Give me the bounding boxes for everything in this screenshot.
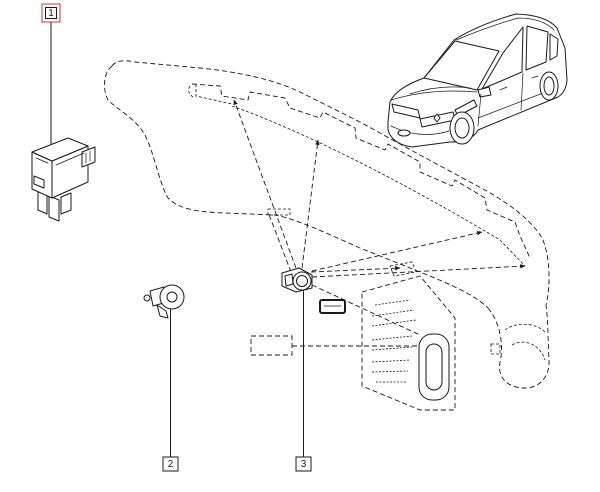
inset-panel-outline (361, 275, 456, 411)
inset-marking (371, 346, 413, 351)
bumper-lower-slot (267, 208, 291, 216)
bumper-left-bracket (195, 84, 233, 105)
install-line-far-right (311, 264, 526, 278)
vehicle-left-headlight (391, 103, 421, 119)
inset-marking (371, 359, 411, 363)
module-mounting-tab (33, 175, 45, 189)
vehicle-logo-icon (433, 113, 441, 123)
part-1-control-module (31, 137, 96, 222)
bumper-fog-lamp-housing (487, 304, 550, 389)
callout-3-label: 3 (301, 459, 307, 470)
reference-frame (250, 335, 293, 356)
module-edge-detail (35, 152, 85, 166)
callout-2-label: 2 (168, 459, 174, 470)
module-side-connector-pins (85, 150, 91, 164)
bumper-upper-rib (191, 83, 531, 259)
vehicle-front-door-window (481, 26, 524, 90)
install-line-upper-left (233, 99, 297, 269)
module-connector-right (60, 192, 72, 215)
module-top-face (31, 137, 89, 162)
callout-1-label: 1 (48, 8, 54, 19)
vehicle-quarter-window (549, 33, 559, 61)
inset-marking (374, 299, 411, 306)
install-line-upper-right (311, 230, 483, 272)
installation-lines (233, 99, 526, 347)
callout-2-box (162, 456, 179, 472)
inset-sensor-housing (418, 333, 450, 401)
leader-lines (50, 21, 304, 458)
vehicle-front-door-line (477, 93, 482, 127)
inset-sensor-face (425, 343, 443, 391)
callout-1-box (45, 7, 57, 19)
vehicle-front-wheel (449, 111, 475, 145)
bumper-inner-line (231, 105, 526, 267)
vehicle-front-wheel-rim (454, 117, 470, 139)
sensor-retaining-clip (319, 299, 346, 314)
install-line-upper (301, 139, 320, 269)
module-connector-middle (48, 195, 60, 222)
clip-outline (319, 299, 346, 314)
part-2-sensor (143, 284, 185, 319)
callout-3[interactable]: 3 (295, 456, 312, 472)
callout-2[interactable]: 2 (162, 456, 179, 472)
sensor-2-face (166, 291, 178, 303)
vehicle-rear-wheel (539, 71, 559, 101)
sensor-3-connector (284, 273, 294, 287)
install-line-to-panel (311, 284, 421, 336)
vehicle-rear-door-line (520, 72, 524, 111)
sensor-location-inset (361, 275, 456, 411)
vehicle-fog-lamp (397, 129, 411, 137)
vehicle-roof-line (455, 17, 555, 41)
vehicle-hood-crease (409, 86, 471, 95)
inset-marking (371, 319, 417, 327)
inset-panel-markings (371, 299, 417, 383)
bumper-left-notch (188, 85, 195, 99)
inset-marking (371, 370, 409, 373)
sensor-2-tab (156, 304, 169, 319)
part-3-sensor (281, 267, 313, 293)
callout-3-box (295, 456, 312, 472)
bumper-lower-edge (104, 65, 489, 309)
vehicle-rear-wheel-rim (543, 76, 555, 96)
install-line-mid-right (310, 266, 401, 273)
vehicle-door-handle-rear (531, 75, 539, 79)
bumper-fog-lamp-recess (504, 323, 546, 361)
sensor-3-membrane (296, 275, 308, 287)
inset-marking (371, 335, 413, 341)
vehicle-front-bumper (390, 125, 450, 135)
vehicle-door-handle-front (499, 86, 508, 91)
inset-marking (371, 309, 415, 317)
vehicle-windshield (423, 40, 500, 91)
callout-1[interactable]: 1 (41, 3, 61, 23)
bumper-top-edge (111, 60, 550, 306)
vehicle-illustration (387, 13, 568, 148)
module-side-connector (81, 146, 96, 168)
vehicle-hood-edge (390, 90, 478, 101)
install-line-left (267, 211, 292, 273)
vehicle-rear-door-window (525, 25, 549, 71)
bumper-fog-lamp-clip (490, 343, 501, 355)
sensor-3-face (292, 271, 312, 291)
bumper-outline (104, 60, 550, 389)
sensor-2-knob (143, 294, 151, 302)
